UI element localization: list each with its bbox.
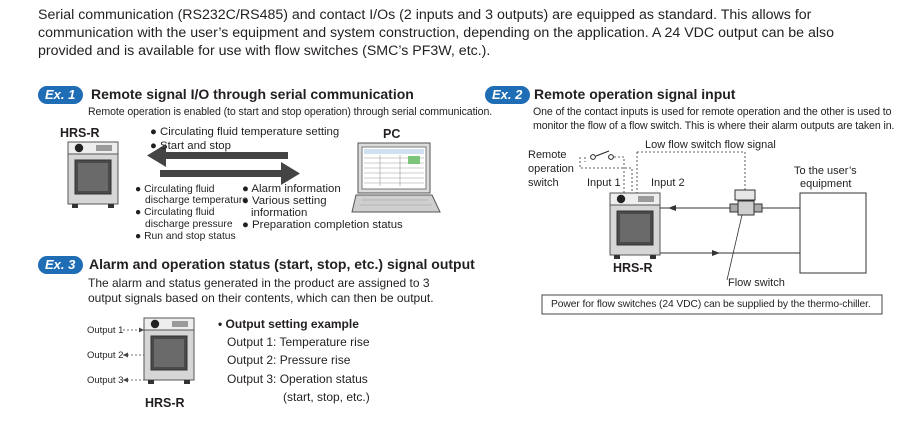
intro-line-2: communication with the user’s equipment … — [38, 25, 835, 41]
ex1-to-pc-item-1: ● Circulating fluid temperature setting — [150, 126, 340, 138]
ex1-unit-image — [67, 141, 119, 209]
pc-laptop-image — [351, 142, 441, 213]
ex3-output-3-label: Output 3 — [87, 375, 124, 386]
ex1-arrow-to-unit — [147, 144, 288, 167]
ex1-from-unit-4: ● Alarm information — [242, 183, 341, 195]
ex3-desc-line-1: The alarm and status generated in the pr… — [88, 276, 430, 290]
ex2-remote-switch-1: Remote — [528, 149, 567, 161]
ex1-desc: Remote operation is enabled (to start an… — [88, 106, 493, 118]
ex1-from-unit-5: ● Various setting — [242, 195, 327, 207]
ex1-from-unit-5b: information — [251, 207, 308, 219]
ex1-badge: Ex. 1 — [38, 86, 84, 104]
ex2-desc-line-1: One of the contact inputs is used for re… — [533, 106, 892, 118]
ex3-example-line-1: Output 1: Temperature rise — [227, 335, 370, 349]
ex1-unit-label: HRS-R — [60, 126, 100, 140]
ex2-user-equip-2: equipment — [800, 178, 852, 190]
ex3-example-line-2: Output 2: Pressure rise — [227, 353, 351, 367]
ex1-from-unit-2b: discharge pressure — [145, 219, 233, 230]
ex2-badge: Ex. 2 — [485, 86, 531, 104]
ex2-flow-switch-label: Flow switch — [728, 277, 785, 289]
intro-line-3: provided and is available for use with f… — [38, 43, 491, 59]
ex3-unit-image — [143, 317, 195, 385]
ex1-from-unit-1: ● Circulating fluid — [135, 184, 215, 195]
ex2-title: Remote operation signal input — [534, 86, 736, 102]
ex3-unit-label: HRS-R — [145, 396, 185, 410]
ex2-unit-image — [609, 192, 661, 260]
ex1-from-unit-3: ● Run and stop status — [135, 231, 236, 242]
ex2-input-2-label: Input 2 — [651, 177, 685, 189]
ex2-note: Power for flow switches (24 VDC) can be … — [551, 299, 871, 310]
intro-paragraph: Serial communication (RS232C/RS485) and … — [38, 6, 888, 60]
ex2-remote-switch-2: operation — [528, 163, 574, 175]
ex3-desc-line-2: output signals based on their contents, … — [88, 291, 434, 305]
pc-label: PC — [383, 127, 401, 141]
ex2-input-1-label: Input 1 — [587, 177, 621, 189]
ex3-example-line-3: Output 3: Operation status — [227, 372, 368, 386]
ex1-from-unit-1b: discharge temperature — [145, 195, 249, 206]
ex3-example-line-4: (start, stop, etc.) — [283, 390, 370, 404]
ex1-title: Remote signal I/O through serial communi… — [91, 86, 414, 102]
ex3-output-2-label: Output 2 — [87, 350, 124, 361]
ex2-user-equip-1: To the user’s — [794, 165, 857, 177]
ex2-note-box — [541, 294, 883, 315]
ex2-desc-line-2: monitor the flow of a flow switch. This … — [533, 120, 895, 132]
ex3-title: Alarm and operation status (start, stop,… — [89, 256, 475, 272]
intro-line-1: Serial communication (RS232C/RS485) and … — [38, 7, 812, 23]
ex3-badge: Ex. 3 — [38, 256, 84, 274]
ex1-from-unit-6: ● Preparation completion status — [242, 219, 403, 231]
ex3-output-1-label: Output 1 — [87, 325, 124, 336]
ex1-arrow-to-pc — [160, 162, 300, 185]
ex1-to-pc-item-2: ● Start and stop — [150, 140, 231, 152]
ex1-from-unit-2: ● Circulating fluid — [135, 207, 215, 218]
ex2-low-flow-label: Low flow switch flow signal — [645, 139, 776, 151]
ex2-remote-switch-3: switch — [528, 177, 559, 189]
ex2-unit-label: HRS-R — [613, 261, 653, 275]
ex3-example-title: • Output setting example — [218, 317, 359, 331]
